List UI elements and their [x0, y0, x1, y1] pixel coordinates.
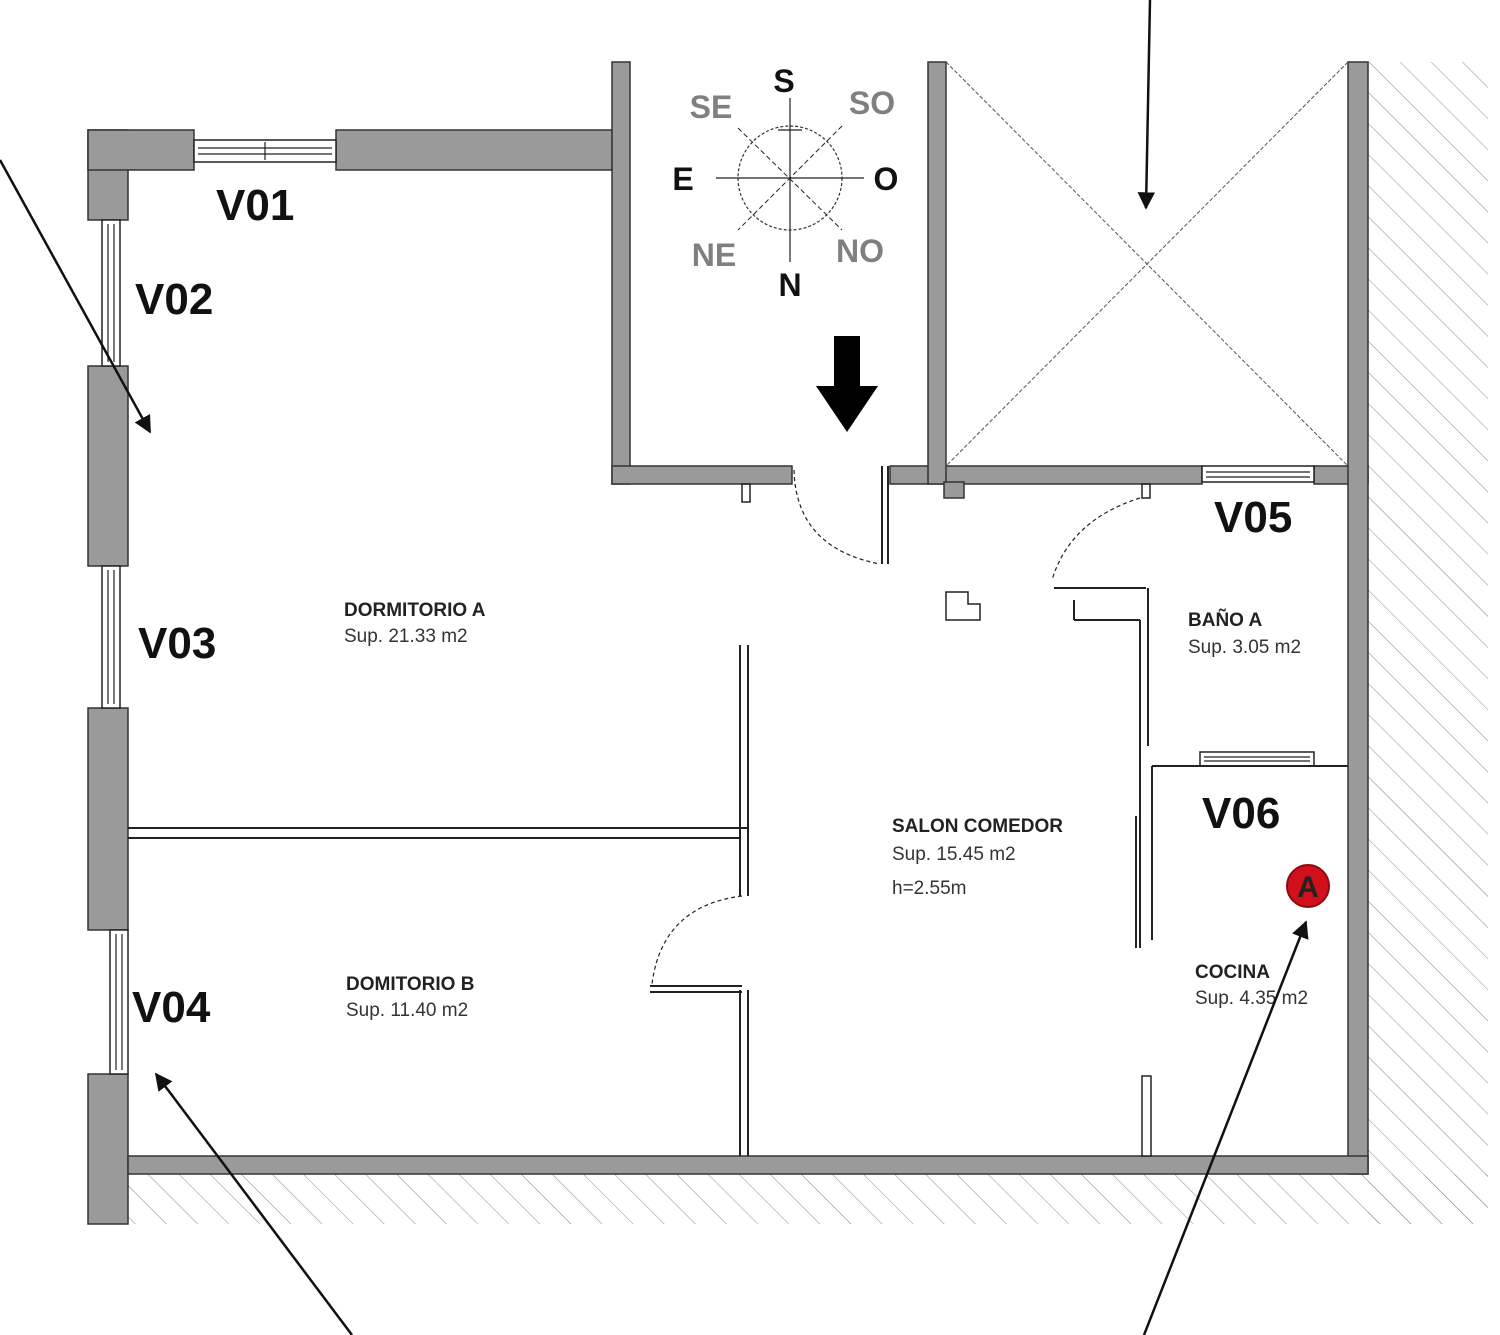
compass-east: E	[672, 161, 693, 197]
room-area-salon: Sup. 15.45 m2	[892, 844, 1016, 865]
patio-void	[945, 61, 1349, 467]
interior-partitions	[128, 466, 1348, 1157]
marker-a-label: A	[1297, 871, 1319, 904]
hatched-ground-bottom	[128, 1174, 1488, 1224]
hatched-ground-right	[1368, 62, 1488, 1224]
arrow-to-dormitorio-a	[0, 159, 152, 434]
room-area-cocina: Sup. 4.35 m2	[1195, 988, 1308, 1009]
compass-southeast: SE	[690, 89, 733, 125]
room-name-salon: SALON COMEDOR	[892, 816, 1063, 837]
room-height-salon: h=2.55m	[892, 878, 966, 899]
room-name-dormitorio-b: DOMITORIO B	[346, 974, 474, 995]
window-label-v05: V05	[1214, 493, 1292, 542]
room-area-dormitorio-a: Sup. 21.33 m2	[344, 626, 468, 647]
window-frames	[101, 139, 1315, 1075]
compass-south: S	[773, 63, 794, 99]
window-label-v06: V06	[1202, 789, 1280, 838]
marker-a: A	[1286, 864, 1330, 908]
compass-north: N	[778, 267, 801, 303]
room-area-dormitorio-b: Sup. 11.40 m2	[346, 1000, 468, 1021]
compass-northeast: NE	[692, 237, 736, 273]
entrance-arrow-icon	[816, 336, 878, 432]
arrow-to-marker-a	[1142, 920, 1309, 1335]
compass-southwest: SO	[849, 85, 895, 121]
arrow-to-v04	[154, 1072, 353, 1335]
window-label-v01: V01	[216, 181, 294, 230]
compass-northwest: NO	[836, 233, 884, 269]
compass-west: O	[874, 161, 899, 197]
arrow-to-patio	[1137, 0, 1156, 210]
window-label-v04: V04	[132, 983, 211, 1032]
door-swings	[650, 469, 1141, 993]
annotation-arrows	[0, 0, 1309, 1335]
room-name-cocina: COCINA	[1195, 962, 1270, 983]
compass-rose: S N E O SE SO NE NO	[672, 63, 898, 303]
window-label-v02: V02	[135, 275, 213, 324]
room-name-dormitorio-a: DORMITORIO A	[344, 600, 486, 621]
window-label-v03: V03	[138, 619, 216, 668]
room-name-bano: BAÑO A	[1188, 609, 1263, 631]
room-area-bano: Sup. 3.05 m2	[1188, 637, 1301, 658]
